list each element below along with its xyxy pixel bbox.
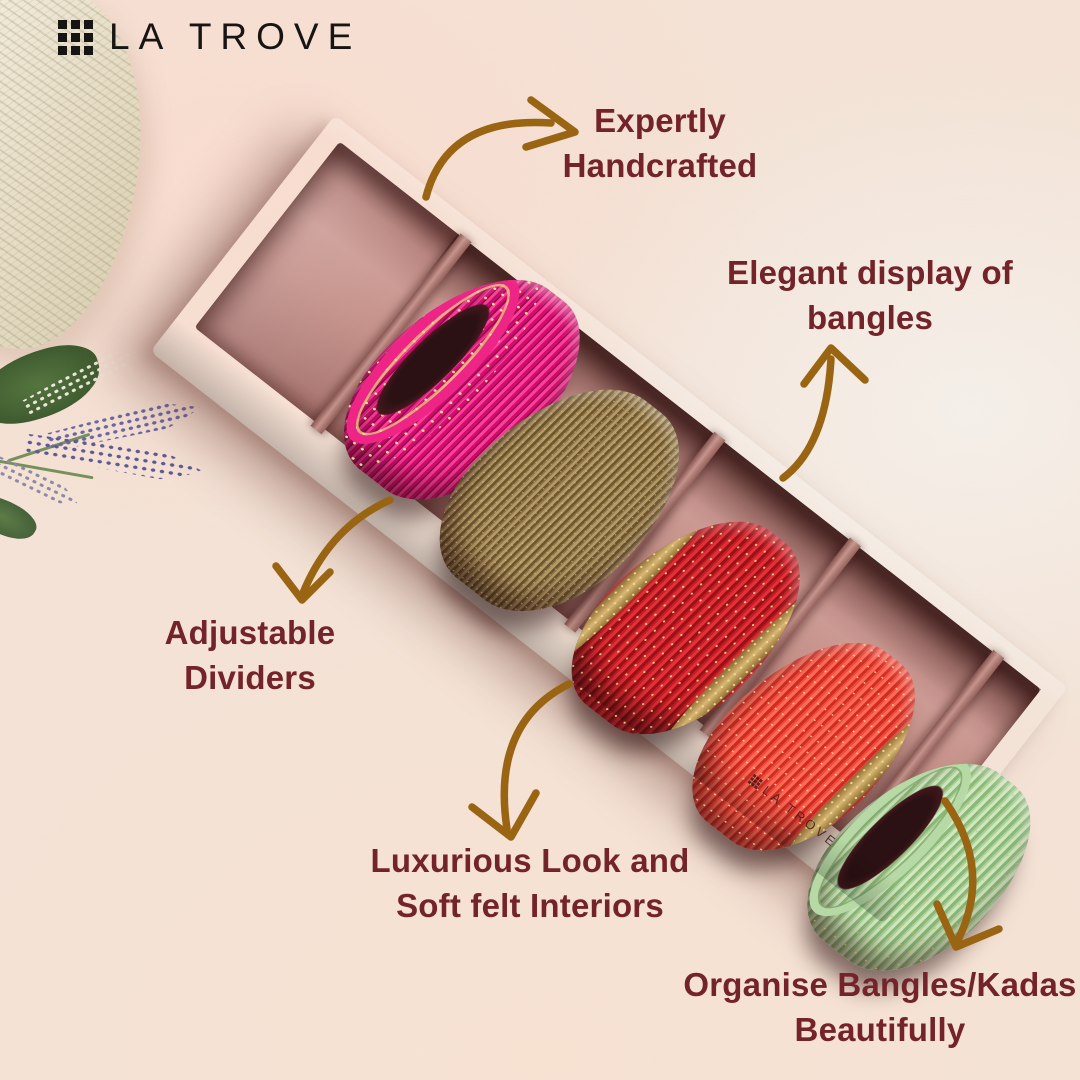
note-expertly-handcrafted: Expertly Handcrafted <box>505 98 815 188</box>
green-leaf <box>0 484 42 550</box>
note-line: Dividers <box>184 659 316 696</box>
note-adjustable-dividers: Adjustable Dividers <box>95 610 405 700</box>
note-elegant-display: Elegant display of bangles <box>685 250 1055 340</box>
note-line: bangles <box>806 299 934 336</box>
note-organise-bangles: Organise Bangles/Kadas Beautifully <box>655 962 1080 1052</box>
bangle-organizer-box: LA TROVE <box>150 115 1072 1002</box>
note-line: Adjustable <box>164 614 336 651</box>
note-line: Expertly <box>594 102 726 139</box>
note-line: Organise Bangles/Kadas <box>683 966 1077 1003</box>
note-line: Soft felt Interiors <box>396 887 664 924</box>
note-luxurious-interior: Luxurious Look and Soft felt Interiors <box>345 838 715 928</box>
grid-logo-icon <box>58 19 93 55</box>
note-line: Handcrafted <box>562 147 758 184</box>
brand-logo-text: LA TROVE <box>109 16 362 57</box>
note-line: Elegant display of <box>727 254 1013 291</box>
brand-logo: LA TROVE <box>58 16 361 58</box>
note-line: Beautifully <box>794 1011 966 1048</box>
arrow-elegant-display <box>779 344 869 482</box>
arrow-luxurious-interior <box>468 680 573 841</box>
note-line: Luxurious Look and <box>370 842 690 879</box>
